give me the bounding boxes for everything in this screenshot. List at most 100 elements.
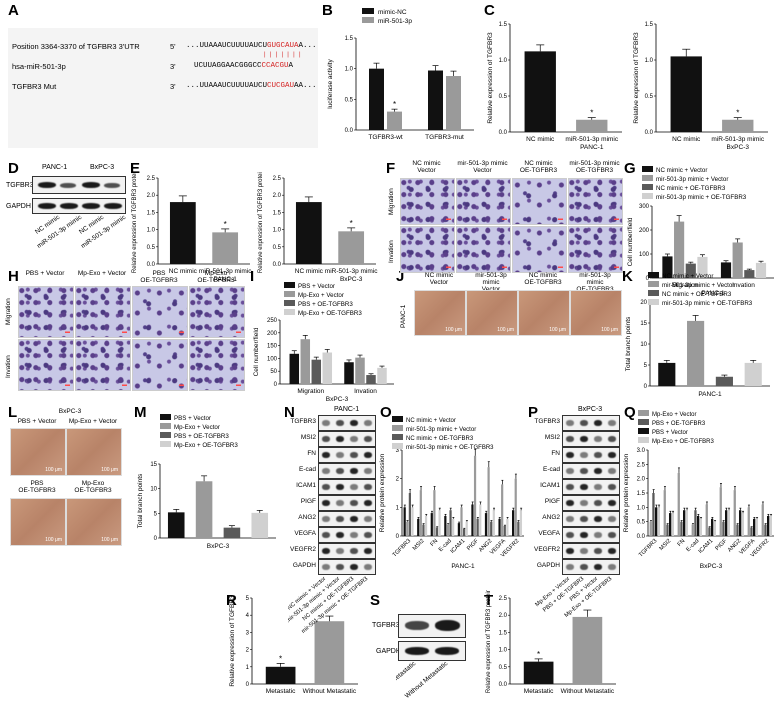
protein-band [566,548,574,554]
protein-band [364,468,372,474]
row-label: Invation [388,239,395,263]
d-lane-labels: NC mimic miR-501-3p mimic NC mimic miR-5… [34,214,128,250]
column-label: Mp-Exo + Vector [77,270,127,277]
scale-bar-label: 100 μm [101,467,118,473]
y-tick-label: 15 [150,462,157,468]
scale-bar: ▬ [446,264,451,270]
bar [411,507,414,536]
x-tick-label: miR-501-3p mimic [565,136,618,143]
legend-label: PBS + Vector [174,415,211,422]
bar [479,504,482,536]
bar [438,510,441,536]
legend-label: NC mimic + Vector [662,273,713,280]
blot-strip [562,559,620,575]
x-tick-label: FN [430,538,440,548]
s-protein-gapdh: GAPDH [376,648,401,655]
x-tick-label: MSI2 [412,538,426,552]
x-tick-label: MSI2 [659,538,673,552]
x-tick-label: NC mimic [526,136,555,143]
x-axis-label: PANC-1 [213,276,237,283]
legend-swatch [392,425,403,431]
micrograph-image: ▬ [512,178,567,225]
protein-band [608,420,616,426]
micrograph-image: ▬ [568,178,623,225]
panel-label-g: G [624,160,636,177]
y-tick-label: 2.5 [637,462,646,468]
legend-swatch [648,272,659,278]
panel-label-s: S [370,592,381,609]
blot-strip [318,559,376,575]
s-lane-labels: Metastatic Without Metastatic [396,660,450,700]
bar [753,518,756,536]
x-tick-label: Metastatic [524,688,554,695]
protein-label: PIGF [300,498,316,505]
bar [657,507,660,536]
blot-strip [318,543,376,559]
bar [662,256,673,278]
protein-band [594,500,602,506]
y-tick-label: 0 [274,382,278,388]
protein-label: PIGF [544,498,560,505]
protein-band [350,532,358,538]
bar [265,666,296,684]
y-tick-label: 1.0 [147,228,156,234]
bar [652,493,655,536]
x-tick-label: Metastatic [266,688,296,695]
y-tick-label: 1.0 [637,505,646,511]
bar [311,359,322,384]
y-tick-label: 1.0 [345,67,354,73]
y-tick-label: 300 [639,204,650,210]
legend-swatch [392,443,403,449]
bar [687,320,705,386]
column-label: Mp-Exo OE-TGFBR3 [197,270,235,284]
protein-band [336,500,344,506]
column-label: Mp-Exo OE-TGFBR3 [74,480,112,494]
bar [741,513,744,536]
panel-label-o: O [380,404,392,421]
bar [387,111,402,130]
legend-label: PBS + OE-TGFBR3 [652,421,706,427]
column-label: PBS OE-TGFBR3 [140,270,178,284]
bar [649,521,652,536]
y-tick-label: 1.5 [345,36,354,42]
bar [691,524,694,536]
protein-band [364,420,372,426]
bar [755,518,758,536]
column-label: mir-501-3p mimic OE-TGFBR3 [576,272,613,293]
y-tick-label: 1.5 [147,210,156,216]
protein-band [336,516,344,522]
y-tick-label: 2 [246,648,250,654]
bar [705,504,708,536]
bar [435,527,439,536]
bar [658,362,676,386]
x-tick-label: miR-501-3p mimic [711,136,764,143]
row-label: Invation [5,355,12,378]
blot-strip [562,511,620,527]
protein-band [566,484,574,490]
bar [444,515,447,536]
legend-swatch [642,166,653,172]
row-label: Migration [388,187,395,215]
legend-swatch [284,291,295,297]
y-tick-label: 50 [270,369,277,375]
protein-band [580,532,588,538]
y-axis-label: Relative expression of TGFBR3 [633,32,640,124]
y-axis-label: Total branch points [137,473,144,528]
blot-strip [318,463,376,479]
scale-bar: ▬ [502,216,507,222]
y-tick-label: 15 [640,321,647,327]
y-tick-label: 2.0 [637,477,646,483]
x-tick-label: Migration [297,388,324,395]
y-tick-label: 2.0 [273,193,282,199]
legend-label: Mp-Exo + Vector [652,412,697,418]
protein-band [336,532,344,538]
micrograph-image: ▬ [512,226,567,273]
bar [167,512,185,538]
significance-mark: * [537,650,540,659]
bar [514,478,517,536]
bar [685,510,688,536]
y-tick-label: 100 [639,252,650,258]
protein-band [336,564,344,570]
